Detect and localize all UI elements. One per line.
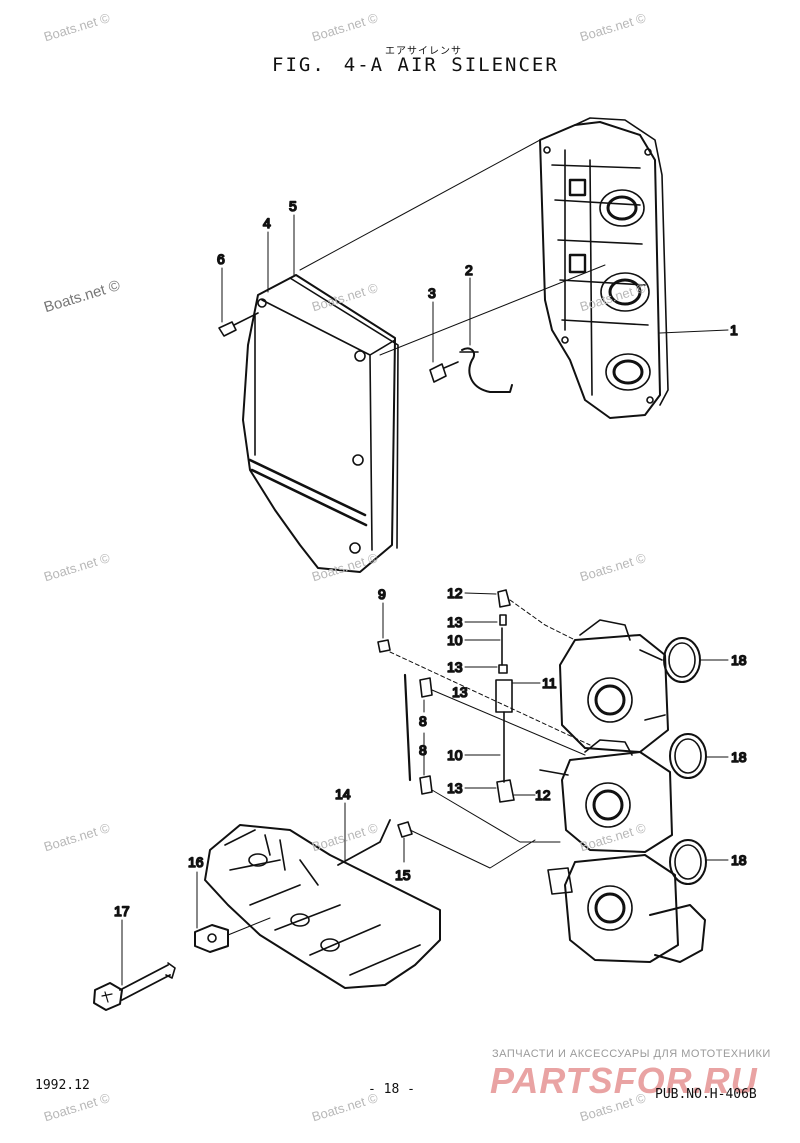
footer-page-number: - 18 - — [368, 1082, 415, 1097]
knob-17 — [93, 962, 176, 1011]
part-label-12-lower: 12 — [535, 787, 551, 803]
carburetor-bottom — [547, 854, 706, 963]
throttle-link — [495, 589, 515, 803]
part-label-13-c: 13 — [452, 684, 468, 700]
part-label-4: 4 — [263, 215, 271, 231]
part-label-2: 2 — [465, 262, 473, 278]
figure-title: FIG. 4-A AIR SILENCER — [272, 54, 559, 76]
part-label-10-lower: 10 — [447, 747, 463, 763]
japanese-title: エアサイレンサ — [385, 46, 462, 57]
brand-logo-text: PARTSFOR.RU — [490, 1060, 758, 1101]
clip-2 — [459, 347, 513, 393]
part-label-14: 14 — [335, 786, 351, 802]
grommet-9 — [377, 639, 391, 653]
part-label-8-upper: 8 — [419, 713, 427, 729]
silencer-cover — [242, 274, 399, 573]
part-label-10-upper: 10 — [447, 632, 463, 648]
part-label-13-b: 13 — [447, 659, 463, 675]
part-label-5: 5 — [289, 198, 297, 214]
fig-name: AIR SILENCER — [397, 54, 559, 76]
rod-14 — [337, 819, 391, 866]
carburetor-top — [509, 599, 669, 753]
part-label-17: 17 — [114, 903, 130, 919]
clip-guide-line — [379, 264, 606, 356]
part-label-16: 16 — [188, 854, 204, 870]
clamp-16 — [194, 917, 271, 953]
mounting-frame — [204, 824, 441, 989]
part-label-13-d: 13 — [447, 780, 463, 796]
part-label-18-a: 18 — [731, 652, 747, 668]
footer-date: 1992.12 — [35, 1078, 90, 1093]
footer-publication-number: PUB.NO.H-406B — [655, 1087, 757, 1102]
part-label-12-upper: 12 — [447, 585, 463, 601]
screw-6 — [218, 312, 259, 337]
part-label-8-lower: 8 — [419, 742, 427, 758]
bushing-15 — [397, 821, 413, 838]
rod-8 — [403, 673, 433, 795]
part-label-9: 9 — [378, 586, 386, 602]
part-label-18-b: 18 — [731, 749, 747, 765]
o-ring-18 — [663, 637, 707, 885]
part-label-6: 6 — [217, 251, 225, 267]
part-label-18-c: 18 — [731, 852, 747, 868]
part-label-15: 15 — [395, 867, 411, 883]
part-label-11: 11 — [542, 675, 557, 691]
fig-number: 4-A — [343, 54, 385, 76]
fig-label: FIG. — [272, 54, 326, 76]
carburetor-middle — [539, 739, 673, 853]
part-label-1: 1 — [730, 322, 738, 338]
part-label-3: 3 — [428, 285, 436, 301]
gasket-guide-line — [299, 139, 541, 271]
silencer-housing — [539, 117, 669, 419]
brand-tagline: ЗАПЧАСТИ И АКСЕССУАРЫ ДЛЯ МОТОТЕХНИКИ — [492, 1048, 771, 1060]
bolt-3 — [429, 361, 459, 383]
part-label-13-a: 13 — [447, 614, 463, 630]
